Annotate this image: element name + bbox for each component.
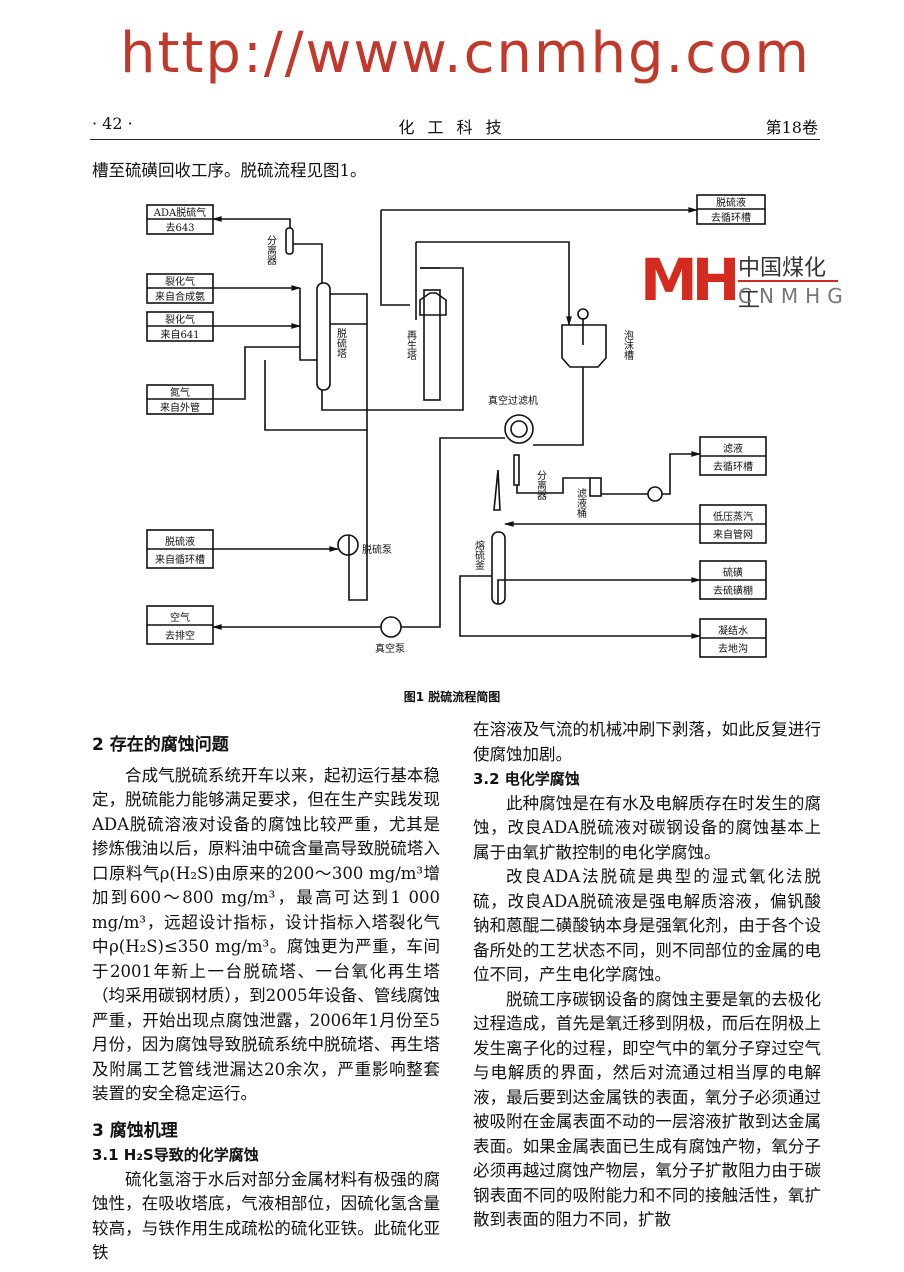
box-condensate-line1: 凝结水 [718,624,748,637]
vacuum-filter [504,414,534,444]
box-n2-line2: 来自外管 [160,401,200,414]
logo-chinese: 中国煤化工 [738,256,827,313]
vacuum-pump [380,616,402,638]
section-3-2-paragraph-1: 此种腐蚀是在有水及电解质存在时发生的腐蚀，改良ADA脱硫液对碳钢设备的腐蚀基本上… [473,793,821,862]
box-liqin-line2: 来自循环槽 [155,553,205,566]
logo-divider [738,280,838,282]
label-foam-tank: 泡沫槽 [622,329,634,361]
desulf-pump [337,534,359,556]
section-2-paragraph: 合成气脱硫系统开车以来，起初运行基本稳定，脱硫能力能够满足要求，但在生产实践发现… [92,765,440,1104]
separator-2 [513,454,520,486]
journal-name: 化 工 科 技 [398,118,506,137]
section-3-heading: 3 腐蚀机理 [92,1120,178,1141]
page-number: · 42 · [92,114,133,133]
label-separator-2: 分离器 [535,470,547,501]
box-ada-line1: ADA脱硫气 [153,206,206,219]
box-liqin-line1: 脱硫液 [165,535,195,548]
cnmhg-logo: MH 中国煤化工 CNMHG [640,246,843,314]
figure-caption: 图1 脱硫流程简图 [403,690,501,704]
section-3-1-heading: 3.1 H₂S导致的化学腐蚀 [92,1146,259,1164]
label-absorber: 脱硫塔 [335,327,347,359]
box-n2-line1: 氮气 [170,386,190,399]
logo-mark: MH [640,246,740,314]
right-column: 在溶液及气流的机械冲刷下剥落，如此反复进行使腐蚀加剧。 3.2 电化学腐蚀 此种… [473,718,821,1233]
box-liqout-line1: 脱硫液 [716,196,746,209]
left-column: 2 存在的腐蚀问题 合成气脱硫系统开车以来，起初运行基本稳定，脱硫能力能够满足要… [92,733,440,1266]
volume: 第18卷 [765,118,818,137]
box-steam-line1: 低压蒸汽 [713,510,753,523]
section-3-2-paragraph-2: 改良ADA法脱硫是典型的湿式氧化法脱硫，改良ADA脱硫液是强电解质溶液，偏钒酸钠… [473,867,821,984]
label-regenerator: 再生塔 [405,330,417,361]
agitator-motor [577,308,589,320]
box-steam-line2: 来自管网 [713,528,753,541]
box-sulfur-line1: 硫磺 [723,566,743,579]
section-2-heading: 2 存在的腐蚀问题 [92,735,229,755]
label-separator-1: 分离器 [265,235,277,266]
box-air-line1: 空气 [170,611,190,624]
section-3-2-paragraph-3: 脱硫工序碳钢设备的腐蚀主要是氧的去极化过程造成，首先是氧迁移到阴极，而后在阴极上… [473,989,821,1230]
separator-1 [285,227,294,255]
watermark-url: http://www.cnmhg.com [120,21,811,86]
box-sulfur-line2: 去硫磺棚 [713,584,753,597]
box-crack1-line2: 来自合成氨 [155,290,205,303]
box-condensate-line2: 去地沟 [718,642,748,655]
label-vacuum-pump: 真空泵 [375,642,405,655]
box-crack2-line2: 来自641 [160,328,199,341]
label-melter: 熔硫釜 [473,539,485,570]
box-crack1-line1: 裂化气 [165,275,195,288]
label-vacuum-filter: 真空过滤机 [488,394,538,407]
section-3-2-heading: 3.2 电化学腐蚀 [473,770,580,788]
regenerator-tower [423,289,441,401]
box-filtrate-line2: 去循环槽 [713,460,753,473]
logo-english: CNMHG [738,284,850,308]
header-rule [90,139,820,140]
box-filtrate-line1: 滤液 [723,442,743,455]
continued-paragraph: 在溶液及气流的机械冲刷下剥落，如此反复进行使腐蚀加剧。 [473,720,821,764]
absorber-tower [316,282,331,391]
section-3-1-paragraph: 硫化氢溶于水后对部分金属材料有极强的腐蚀性，在吸收塔底，气液相部位，因硫化氢含量… [92,1169,440,1263]
foam-tank [561,324,607,368]
box-liqout-line2: 去循环槽 [711,211,751,224]
intro-line: 槽至硫磺回收工序。脱硫流程见图1。 [92,161,367,180]
box-crack2-line1: 裂化气 [165,313,195,326]
label-filtrate-tank: 滤液桶 [575,487,587,519]
filtrate-tank [589,477,602,497]
filtrate-pump [647,486,663,502]
label-desulf-pump: 脱硫泵 [362,543,392,556]
box-ada-line2: 去643 [165,222,194,234]
box-air-line2: 去排空 [165,629,195,642]
